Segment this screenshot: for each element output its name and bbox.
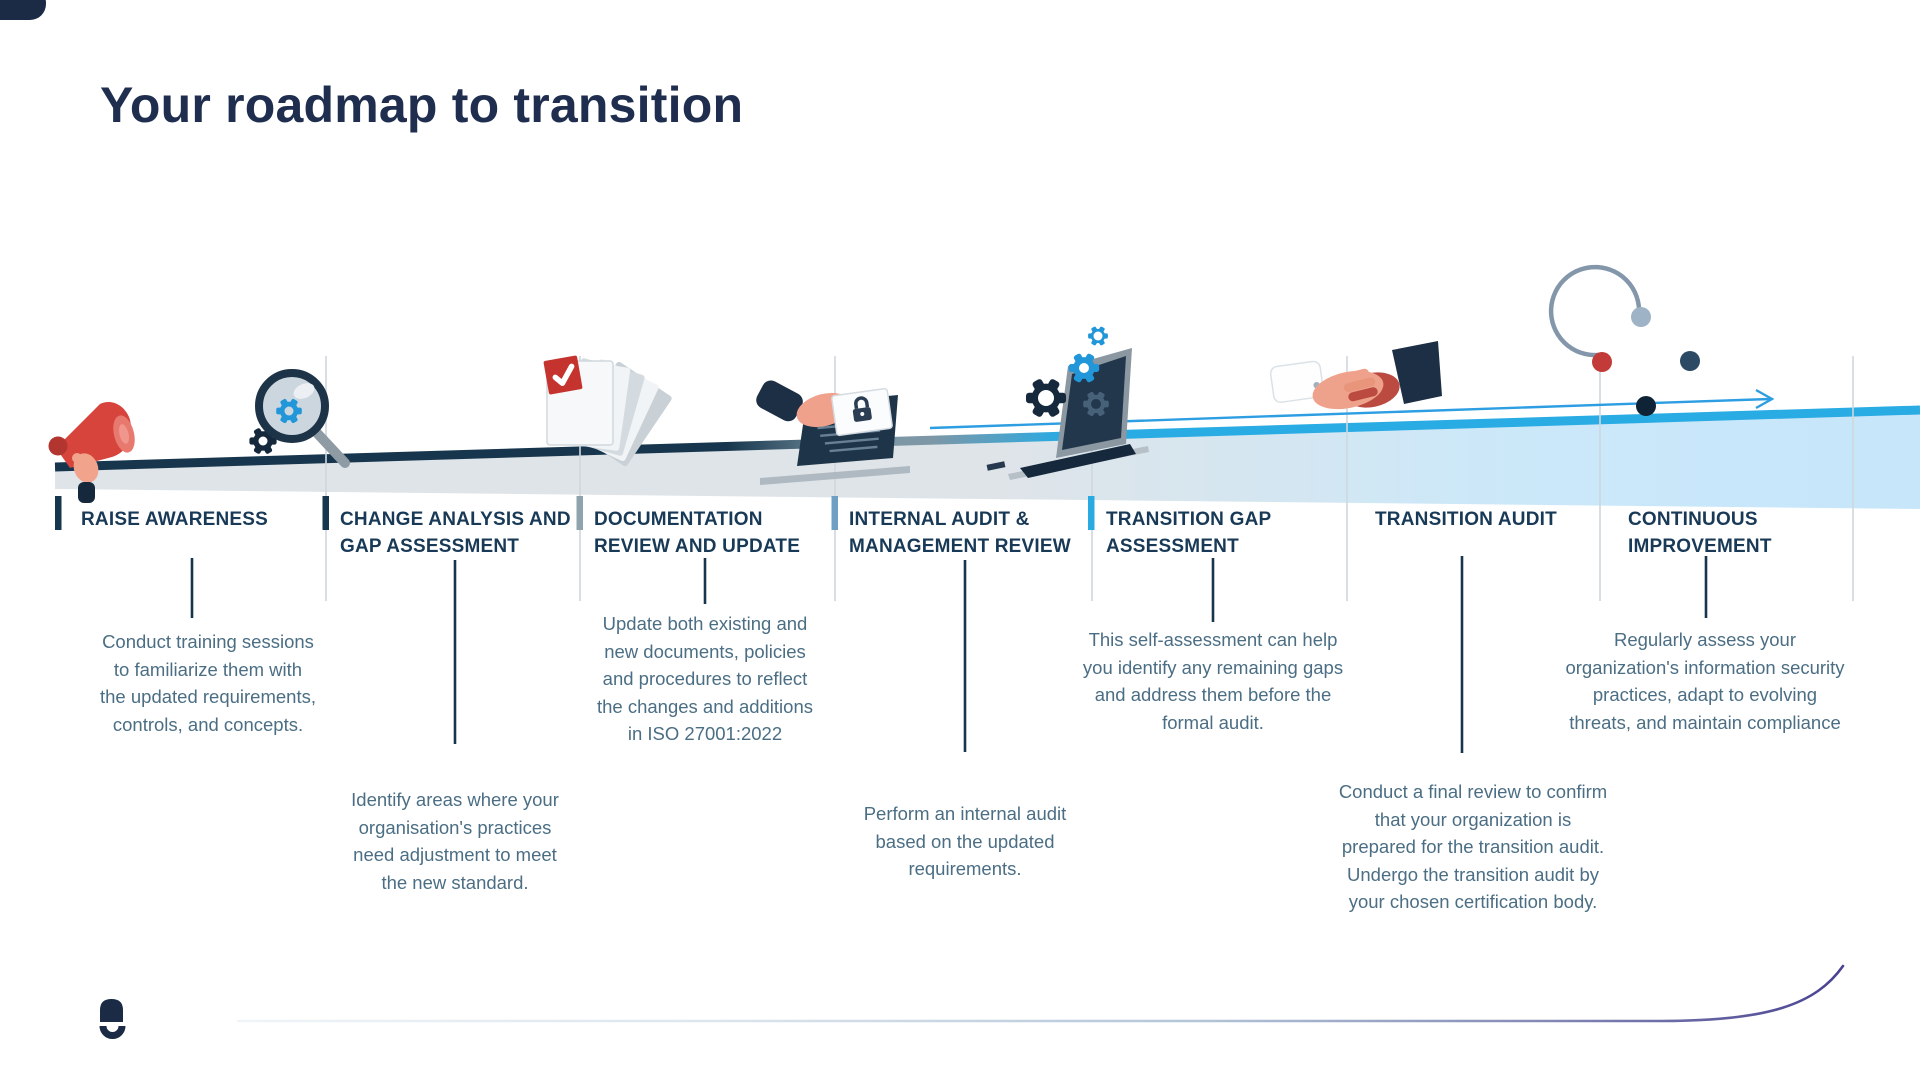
handshake-icon [1269, 341, 1442, 410]
laptop-gears-icon [986, 326, 1149, 480]
footer-swoosh [236, 964, 1845, 1023]
cycle-icon [1548, 264, 1700, 416]
stage-2-accent-bar [322, 496, 329, 530]
stage-3-accent-bar [576, 496, 583, 530]
stage-5-accent-bar [1088, 496, 1095, 530]
secure-laptop-icon [756, 380, 910, 485]
stage-6-heading: TRANSITION AUDIT [1375, 509, 1557, 530]
stage-connectors [190, 556, 1708, 753]
documents-checklist-icon [543, 355, 672, 467]
magnifier-gear-icon [249, 369, 350, 468]
page-title: Your roadmap to transition [100, 77, 744, 133]
megaphone-icon [48, 401, 135, 503]
corner-accent [0, 0, 46, 20]
ramp [54, 405, 1920, 509]
stage-4-heading: INTERNAL AUDIT &MANAGEMENT REVIEW [849, 509, 1071, 557]
stage-4-accent-bar [831, 496, 838, 530]
stage-1-heading: RAISE AWARENESS [81, 509, 269, 530]
stage-1-accent-bar [55, 496, 62, 530]
brand-logo [99, 999, 126, 1039]
